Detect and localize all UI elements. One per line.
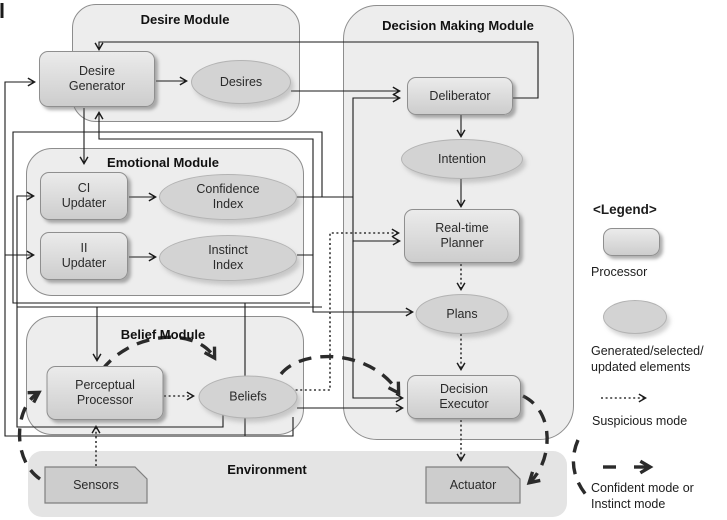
actuator-label: Actuator bbox=[449, 477, 497, 492]
realtime-planner-box: Real-time Planner bbox=[404, 209, 520, 263]
edge-bus-deliberator bbox=[352, 93, 401, 197]
legend-element-label: Generated/selected/ updated elements bbox=[591, 344, 704, 374]
belief-module-title: Belief Module bbox=[120, 327, 206, 342]
edge-confident-perceptual-beliefs bbox=[100, 335, 217, 372]
confidence-index-ellipse: Confidence Index bbox=[159, 174, 297, 220]
ci-updater-box: CI Updater bbox=[40, 172, 128, 220]
decision-executor-box: Decision Executor bbox=[407, 375, 521, 419]
intention-ellipse: Intention bbox=[401, 139, 523, 179]
edge-beliefs-rtplanner-dotted bbox=[291, 228, 400, 391]
legend-title: <Legend> bbox=[593, 202, 657, 217]
edge-bus-decisionexec bbox=[352, 241, 404, 403]
edge-confidence-loop-rect bbox=[12, 131, 323, 304]
legend-element-sample bbox=[603, 300, 667, 334]
legend-confident-label: Confident mode or Instinct mode bbox=[591, 481, 694, 511]
instinct-index-ellipse: Instinct Index bbox=[159, 235, 297, 281]
ii-updater-box: II Updater bbox=[40, 232, 128, 280]
edge-confident-arc-right bbox=[571, 439, 589, 498]
deliberator-box: Deliberator bbox=[407, 77, 513, 115]
decision-module-title: Decision Making Module bbox=[382, 18, 534, 33]
desire-generator-box: Desire Generator bbox=[39, 51, 155, 107]
emotional-module-title: Emotional Module bbox=[107, 155, 219, 170]
actuator-shape bbox=[425, 466, 521, 504]
edge-instinct-desiregen-loop bbox=[94, 111, 314, 255]
beliefs-ellipse: Beliefs bbox=[198, 375, 298, 419]
desires-ellipse: Desires bbox=[191, 60, 291, 104]
edge-instinct-plans bbox=[297, 254, 414, 317]
legend-suspicious-label: Suspicious mode bbox=[592, 414, 688, 428]
perceptual-processor-box: Perceptual Processor bbox=[46, 366, 164, 420]
edge-deliberator-desiregen bbox=[94, 41, 539, 99]
edge-confident-beliefs-decisionexec bbox=[279, 354, 401, 396]
legend-processor-label: Processor bbox=[591, 265, 648, 279]
desire-module-title: Desire Module bbox=[140, 12, 230, 27]
edge-bus-rtplanner bbox=[352, 197, 401, 246]
edge-confident-sensors-perceptual bbox=[17, 390, 42, 481]
edge-confident-decisionexec-actuator bbox=[522, 394, 549, 485]
edge-beliefs-loop-ciupdater bbox=[16, 191, 224, 428]
sensors-label: Sensors bbox=[73, 477, 119, 492]
sensors-shape bbox=[44, 466, 148, 504]
edge-beliefs-loop-desiregen bbox=[4, 77, 294, 437]
legend-processor-sample bbox=[603, 228, 660, 256]
plans-ellipse: Plans bbox=[415, 294, 509, 334]
environment-title: Environment bbox=[227, 462, 307, 477]
